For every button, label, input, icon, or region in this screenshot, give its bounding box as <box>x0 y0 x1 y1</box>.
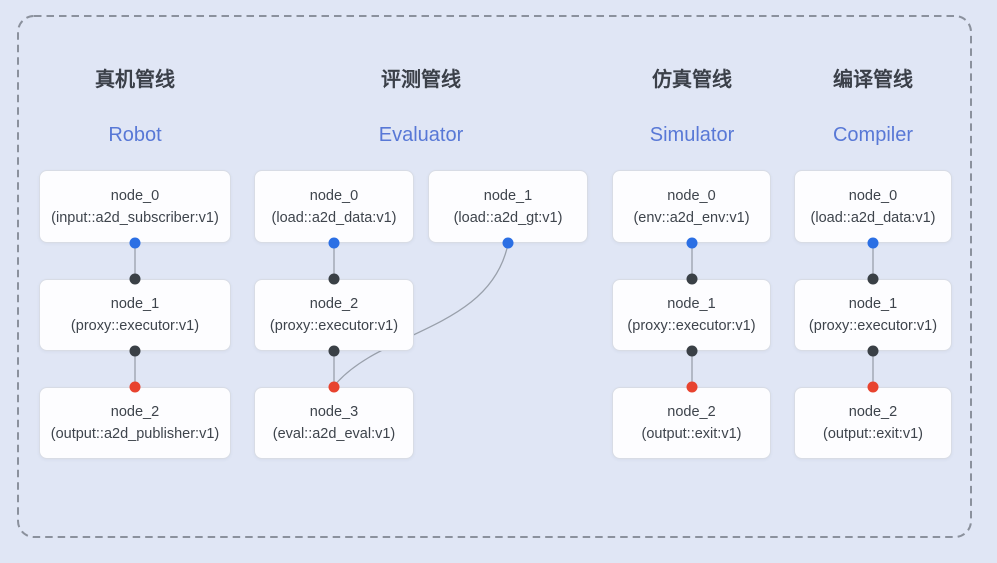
node-type: (load::a2d_data:v1) <box>271 209 397 226</box>
pipeline-title-en: Simulator <box>649 124 735 146</box>
node-name: node_0 <box>667 187 716 204</box>
graph-node[interactable]: node_1 (load::a2d_gt:v1) <box>428 170 588 243</box>
node-name: node_2 <box>110 404 160 420</box>
node-type: (proxy::executor:v1) <box>70 318 200 334</box>
node-name: node_2 <box>309 296 359 312</box>
pipeline-title-cn: 编译管线 <box>833 69 913 91</box>
graph-node[interactable]: node_1 (proxy::executor:v1) <box>612 279 771 351</box>
node-name: node_1 <box>848 296 898 312</box>
node-type: (input::a2d_subscriber:v1) <box>51 209 219 226</box>
node-name: node_2 <box>848 404 898 420</box>
dashed-frame <box>17 15 972 538</box>
graph-node[interactable]: node_0 (load::a2d_data:v1) <box>794 170 952 243</box>
node-name: node_2 <box>667 404 716 420</box>
node-type: (output::a2d_publisher:v1) <box>50 426 220 442</box>
node-name: node_1 <box>483 187 533 204</box>
graph-node[interactable]: node_0 (input::a2d_subscriber:v1) <box>39 170 231 243</box>
node-type: (proxy::executor:v1) <box>627 318 756 334</box>
edge-curve <box>333 243 509 387</box>
graph-node[interactable]: node_2 (output::exit:v1) <box>612 387 771 459</box>
graph-node[interactable]: node_1 (proxy::executor:v1) <box>39 279 231 351</box>
graph-node[interactable]: node_1 (proxy::executor:v1) <box>794 279 952 351</box>
node-type: (load::a2d_gt:v1) <box>453 209 563 226</box>
graph-node[interactable]: node_0 (load::a2d_data:v1) <box>254 170 414 243</box>
node-name: node_0 <box>848 187 898 204</box>
node-type: (eval::a2d_eval:v1) <box>272 426 396 442</box>
node-name: node_3 <box>309 404 359 420</box>
graph-node[interactable]: node_3 (eval::a2d_eval:v1) <box>254 387 414 459</box>
node-type: (load::a2d_data:v1) <box>810 209 936 226</box>
graph-node[interactable]: node_2 (output::exit:v1) <box>794 387 952 459</box>
graph-node[interactable]: node_0 (env::a2d_env:v1) <box>612 170 771 243</box>
pipeline-title-cn: 真机管线 <box>95 69 175 91</box>
node-name: node_1 <box>110 296 160 312</box>
node-type: (output::exit:v1) <box>823 426 923 442</box>
node-type: (proxy::executor:v1) <box>808 318 938 334</box>
pipeline-title-en: Robot <box>108 124 162 146</box>
pipeline-title-cn: 评测管线 <box>381 69 461 91</box>
node-type: (env::a2d_env:v1) <box>633 209 750 226</box>
node-name: node_0 <box>309 187 359 204</box>
pipeline-title-en: Evaluator <box>378 124 464 146</box>
node-name: node_1 <box>667 296 716 312</box>
pipeline-title-cn: 仿真管线 <box>652 69 732 91</box>
pipeline-title-en: Compiler <box>832 124 914 146</box>
node-type: (output::exit:v1) <box>641 426 742 442</box>
node-type: (proxy::executor:v1) <box>269 318 399 334</box>
node-name: node_0 <box>110 187 160 204</box>
graph-node[interactable]: node_2 (proxy::executor:v1) <box>254 279 414 351</box>
graph-node[interactable]: node_2 (output::a2d_publisher:v1) <box>39 387 231 459</box>
